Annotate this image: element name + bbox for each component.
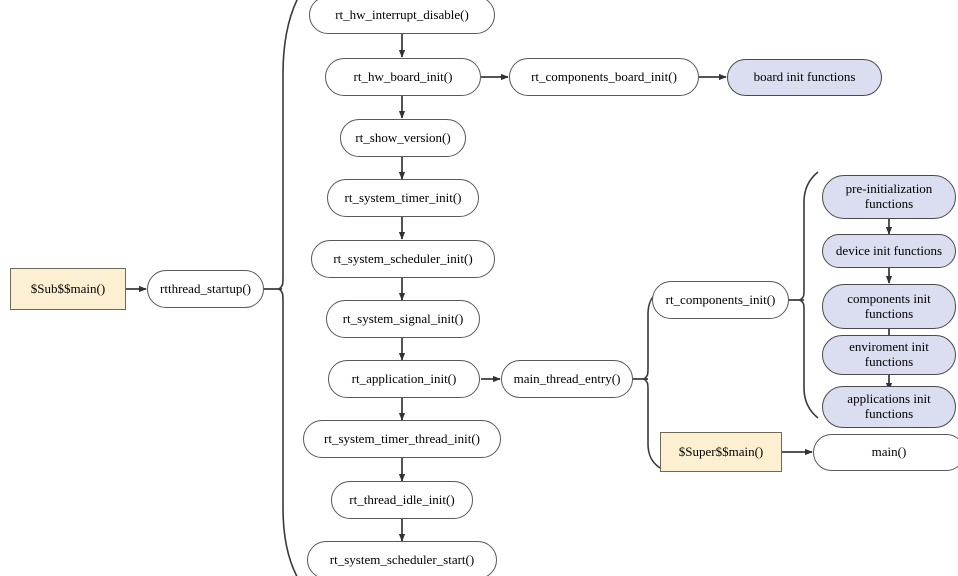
node-components-init-functions[interactable]: components init functions — [822, 284, 956, 329]
node-rt-hw-interrupt-disable-label: rt_hw_interrupt_disable() — [335, 6, 469, 22]
node-applications-init-functions[interactable]: applications init functions — [822, 386, 956, 428]
node-enviroment-init-functions[interactable]: enviroment init functions — [822, 335, 956, 375]
node-enviroment-init-functions-label: enviroment init functions — [849, 339, 929, 369]
node-main-thread-entry[interactable]: main_thread_entry() — [501, 360, 633, 398]
node-rt-system-signal-init[interactable]: rt_system_signal_init() — [326, 300, 480, 338]
node-applications-init-functions-label: applications init functions — [847, 391, 931, 421]
brace-components-init — [798, 171, 819, 419]
brace-main-thread-entry — [642, 289, 661, 469]
node-pre-initialization-functions-label: pre-initialization functions — [845, 181, 933, 211]
node-board-init-functions[interactable]: board init functions — [727, 59, 882, 96]
node-sub-main[interactable]: $Sub$$main() — [10, 268, 126, 310]
node-pre-initialization-functions[interactable]: pre-initialization functions — [822, 175, 956, 219]
node-rt-hw-board-init[interactable]: rt_hw_board_init() — [325, 58, 481, 96]
node-rt-application-init[interactable]: rt_application_init() — [328, 360, 480, 398]
node-rt-system-signal-init-label: rt_system_signal_init() — [342, 310, 464, 326]
node-main-thread-entry-label: main_thread_entry() — [513, 370, 621, 386]
node-rt-system-timer-init[interactable]: rt_system_timer_init() — [327, 179, 479, 217]
node-rt-thread-idle-init[interactable]: rt_thread_idle_init() — [331, 481, 473, 519]
node-super-main-label: $Super$$main() — [678, 443, 764, 459]
brace-startup-column — [277, 0, 298, 576]
node-rt-system-scheduler-start-label: rt_system_scheduler_start() — [329, 551, 475, 567]
node-rt-thread-idle-init-label: rt_thread_idle_init() — [349, 491, 455, 507]
node-rt-system-timer-init-label: rt_system_timer_init() — [344, 189, 462, 205]
node-rt-components-board-init-label: rt_components_board_init() — [531, 68, 677, 84]
node-rt-system-timer-thread-init-label: rt_system_timer_thread_init() — [324, 430, 480, 446]
node-device-init-functions-label: device init functions — [835, 242, 943, 258]
node-rt-components-board-init[interactable]: rt_components_board_init() — [509, 58, 699, 96]
node-device-init-functions[interactable]: device init functions — [822, 234, 956, 268]
node-rtthread-startup-label: rtthread_startup() — [160, 280, 251, 296]
node-rt-show-version-label: rt_show_version() — [355, 129, 451, 145]
node-rtthread-startup[interactable]: rtthread_startup() — [147, 270, 264, 308]
node-components-init-functions-label: components init functions — [847, 290, 931, 321]
node-main[interactable]: main() — [813, 434, 958, 471]
node-rt-components-init-label: rt_components_init() — [665, 291, 776, 307]
node-rt-system-scheduler-init-label: rt_system_scheduler_init() — [333, 250, 473, 266]
node-main-label: main() — [871, 444, 907, 460]
node-rt-show-version[interactable]: rt_show_version() — [340, 119, 466, 157]
node-rt-hw-board-init-label: rt_hw_board_init() — [353, 68, 453, 84]
node-rt-application-init-label: rt_application_init() — [351, 370, 457, 386]
node-sub-main-label: $Sub$$main() — [30, 280, 106, 296]
node-rt-hw-interrupt-disable[interactable]: rt_hw_interrupt_disable() — [309, 0, 495, 34]
node-board-init-functions-label: board init functions — [753, 69, 856, 85]
node-rt-components-init[interactable]: rt_components_init() — [652, 281, 789, 319]
node-super-main[interactable]: $Super$$main() — [660, 432, 782, 472]
node-rt-system-timer-thread-init[interactable]: rt_system_timer_thread_init() — [303, 420, 501, 458]
node-rt-system-scheduler-start[interactable]: rt_system_scheduler_start() — [307, 541, 497, 576]
node-rt-system-scheduler-init[interactable]: rt_system_scheduler_init() — [311, 240, 495, 278]
